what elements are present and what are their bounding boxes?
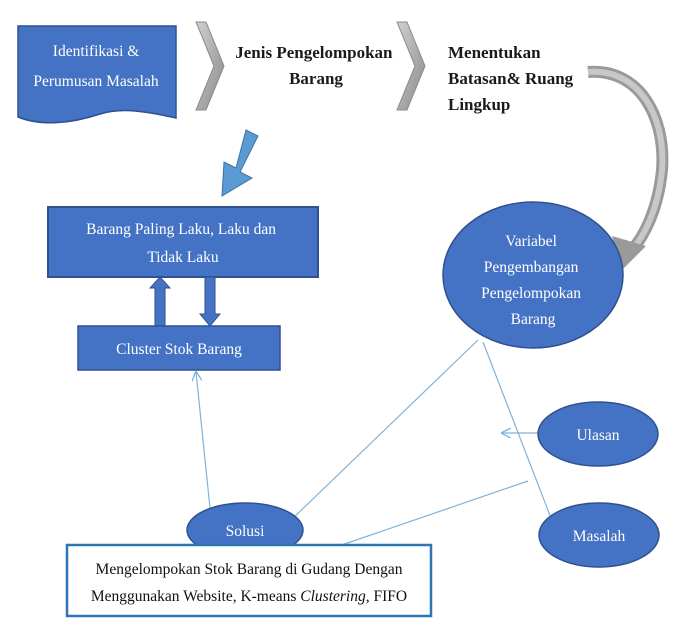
connector-variabel-to-solusi [261, 339, 479, 549]
connector-lines [196, 339, 556, 549]
masalah-label: Masalah [573, 528, 626, 545]
document-shape [17, 25, 177, 124]
variabel-line-3: Pengelompokan [481, 285, 581, 302]
solution-box: Mengelompokan Stok Barang di Gudang Deng… [65, 543, 433, 618]
curved-arrow-to-variabel [587, 65, 669, 270]
svg-text:Identifikasi & Perumusan: Identifikasi & Perumusan Masalah [33, 43, 159, 90]
chevron-arrow-2 [396, 21, 426, 111]
down-arrow-icon [221, 129, 259, 197]
solution-line-2: Menggunakan Website, K-means Clustering,… [91, 588, 407, 605]
svg-text:Variabel Pengembangan: Variabel Pengembangan Pengelompokan Bara… [481, 233, 585, 328]
variabel-line-2: Pengembangan [484, 259, 579, 276]
connector-masalah-to-solusi [332, 480, 529, 549]
step2-line-2: Barang [289, 69, 343, 88]
step-jenis-pengelompokan: Jenis Pengelompokan Barang [235, 43, 397, 88]
box-cluster-label: Cluster Stok Barang [116, 341, 242, 358]
step1-line-1: Identifikasi & [53, 43, 140, 60]
chevron-arrow-1 [195, 21, 225, 111]
step3-line-3: Lingkup [448, 95, 510, 114]
step3-line-2: Batasan& Ruang [448, 69, 574, 88]
variabel-line-1: Variabel [505, 233, 557, 250]
solution-line-1: Mengelompokan Stok Barang di Gudang Deng… [96, 561, 403, 578]
ellipse-variabel: Variabel Pengembangan Pengelompokan Bara… [442, 201, 624, 349]
ellipse-masalah: Masalah [538, 502, 660, 568]
step-menentukan-batasan: Menentukan Batasan& Ruang Lingkup [448, 43, 577, 114]
solution-line-2-prefix: Menggunakan Website, K-means [91, 588, 300, 605]
step3-line-1: Menentukan [448, 43, 541, 62]
step2-line-1: Jenis Pengelompokan [235, 43, 393, 62]
up-arrow-icon [148, 276, 172, 327]
svg-text:Barang Paling Laku, Laku dan: Barang Paling Laku, Laku dan Tidak Laku [86, 221, 280, 266]
box-cluster-stok-barang: Cluster Stok Barang [77, 325, 281, 371]
solusi-label: Solusi [226, 523, 265, 540]
small-down-arrow-icon [198, 276, 222, 327]
ellipse-solusi: Solusi [186, 502, 304, 558]
ulasan-label: Ulasan [576, 427, 619, 444]
box-top-line-2: Tidak Laku [147, 249, 219, 266]
box-top-line-1: Barang Paling Laku, Laku dan [86, 221, 276, 238]
variabel-line-4: Barang [511, 311, 556, 328]
connector-solusi-to-cluster [196, 372, 211, 509]
ellipse-ulasan: Ulasan [537, 401, 659, 467]
connector-variabel-to-masalah [482, 341, 556, 531]
solution-line-2-suffix: FIFO [370, 588, 407, 605]
solution-line-2-italic: Clustering, [300, 588, 369, 605]
step-identifikasi: Identifikasi & Perumusan Masalah [17, 25, 177, 124]
step1-line-2: Perumusan Masalah [33, 73, 159, 90]
box-barang-paling-laku: Barang Paling Laku, Laku dan Tidak Laku [47, 206, 319, 278]
